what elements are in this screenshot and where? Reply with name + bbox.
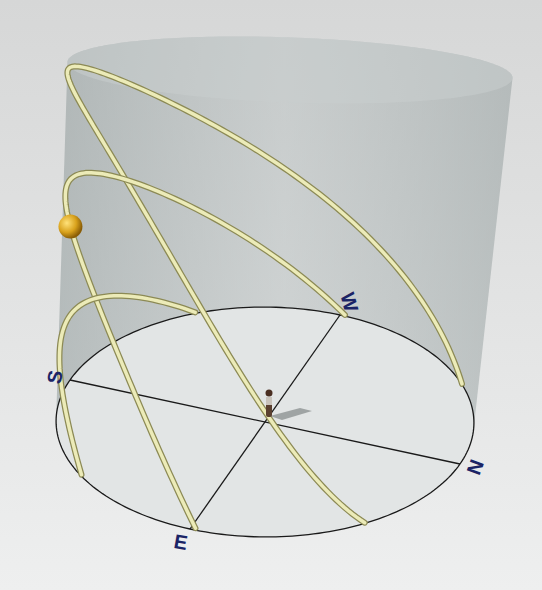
- compass-letter: S: [43, 368, 65, 385]
- sun-path: [59, 296, 195, 475]
- sky-cylinder: [56, 36, 512, 536]
- cylinder-top: [68, 36, 513, 103]
- sun-path-outline: [65, 173, 345, 528]
- sun-paths: [58, 66, 462, 528]
- observer-head: [266, 390, 273, 397]
- compass-letter: E: [173, 531, 190, 553]
- sun-ball: [58, 215, 82, 239]
- observer-body: [266, 397, 272, 417]
- cylinder-body: [56, 36, 512, 536]
- horizon-circle: [56, 307, 474, 537]
- sun-path-outline: [59, 296, 195, 475]
- compass-letter: N: [464, 457, 488, 477]
- compass-axis: [190, 315, 340, 529]
- sun-path: [65, 173, 345, 528]
- ground-disc: [56, 307, 474, 537]
- observer-shadow: [270, 408, 312, 420]
- observer-figure: [266, 390, 313, 421]
- observer-shirt: [266, 397, 272, 405]
